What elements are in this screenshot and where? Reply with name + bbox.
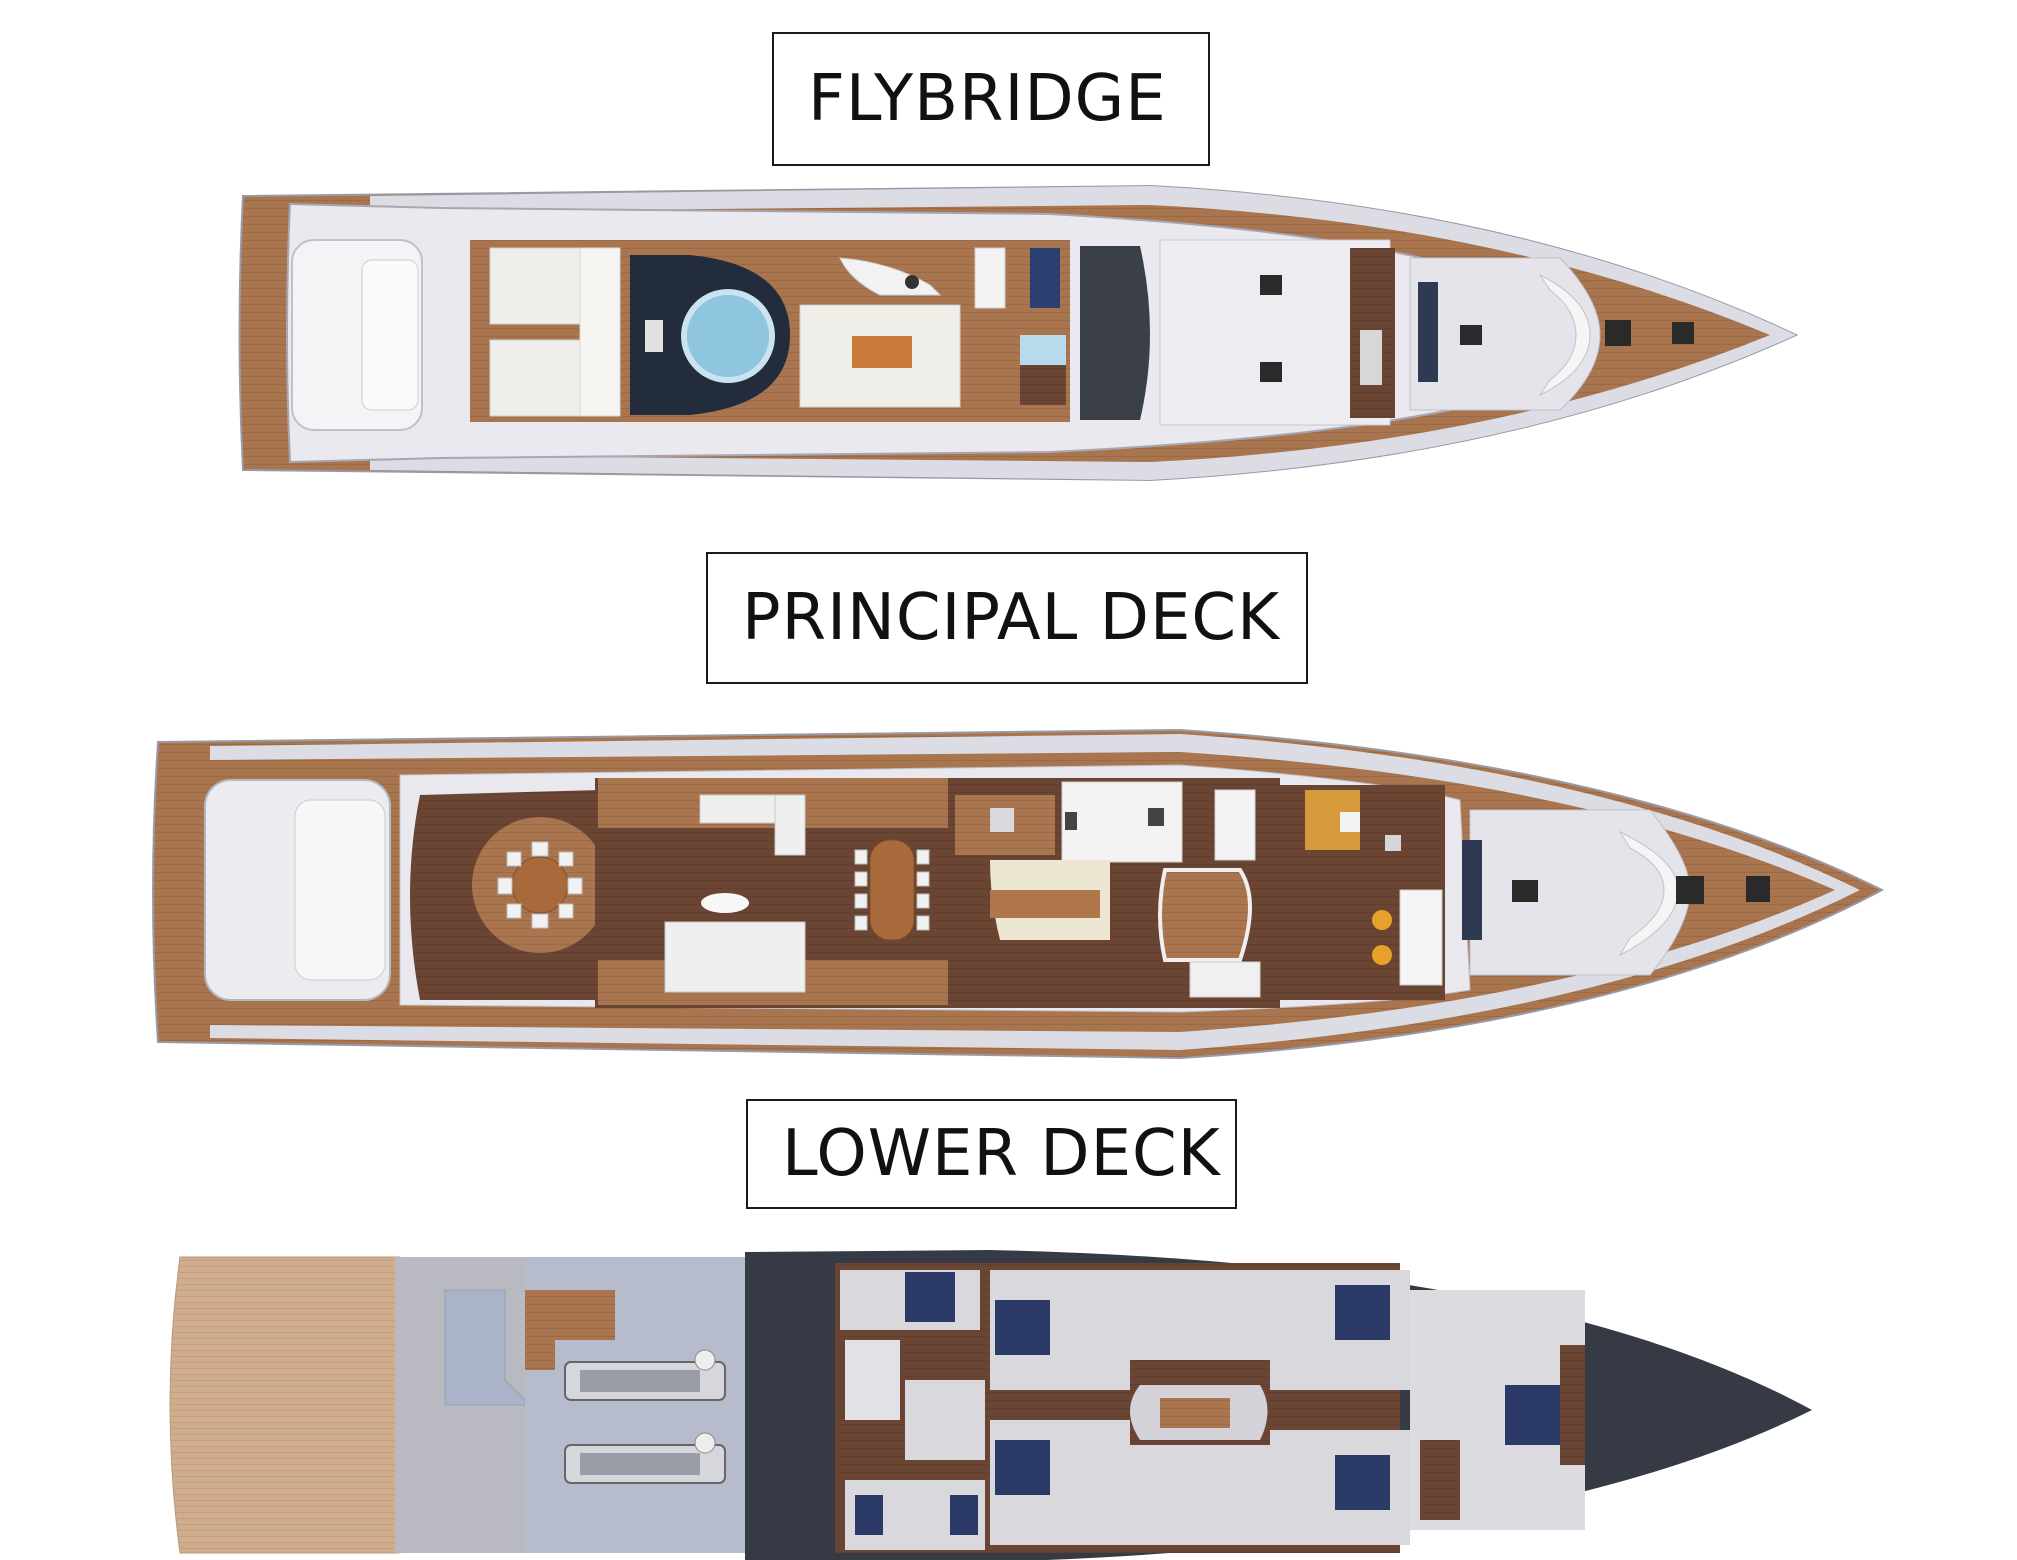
flybridge-title-text: FLYBRIDGE (808, 62, 1167, 136)
bed-icon (1335, 1455, 1390, 1510)
bed-icon (995, 1300, 1050, 1355)
dining-table-icon (852, 336, 912, 368)
staircase-icon (1020, 365, 1066, 405)
principal-deck-title: PRINCIPAL DECK (706, 552, 1308, 684)
flybridge-plan (238, 184, 1799, 482)
lower-deck-plan (169, 1250, 1812, 1560)
principal-deck-plan (152, 728, 1885, 1060)
bed-icon (995, 1440, 1050, 1495)
principal-deck-title-text: PRINCIPAL DECK (742, 581, 1281, 655)
lower-deck-title-text: LOWER DECK (782, 1117, 1221, 1191)
dining-table-icon (869, 839, 915, 941)
engine-icon (564, 1349, 726, 1401)
bed-icon (1505, 1385, 1565, 1445)
lower-deck-title: LOWER DECK (746, 1099, 1237, 1209)
bed-icon (905, 1272, 955, 1322)
engine-icon (564, 1432, 726, 1484)
bed-icon (1335, 1285, 1390, 1340)
staircase-icon (1158, 868, 1252, 962)
flybridge-title: FLYBRIDGE (772, 32, 1210, 166)
swim-platform (169, 1256, 401, 1554)
